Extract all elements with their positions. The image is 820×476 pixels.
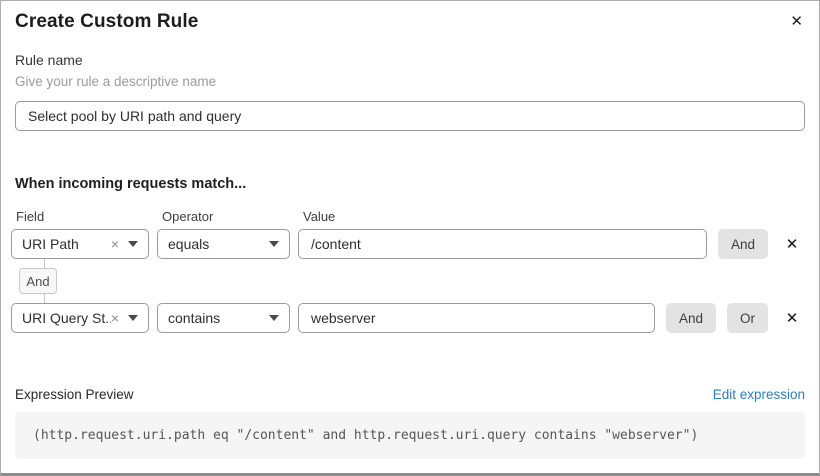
page-title: Create Custom Rule	[15, 11, 199, 32]
field-column-label: Field	[16, 209, 45, 224]
field-select-2[interactable]: URI Query St... ×	[11, 303, 149, 333]
value-input-2[interactable]	[298, 303, 655, 333]
close-icon[interactable]: ✕	[790, 13, 803, 30]
field-select-1-icons: ×	[111, 237, 138, 251]
expression-section: Expression Preview Edit expression (http…	[15, 387, 805, 459]
rule-name-section: Rule name Give your rule a descriptive n…	[15, 52, 805, 131]
delete-row-2-icon[interactable]: ✕	[785, 310, 799, 327]
expression-header: Expression Preview Edit expression	[15, 387, 805, 402]
chevron-down-icon	[128, 241, 138, 247]
connector-line-bottom	[44, 294, 45, 303]
and-button-row-1[interactable]: And	[717, 229, 768, 259]
rule-name-input[interactable]	[15, 101, 805, 131]
dialog-header: Create Custom Rule ✕	[15, 11, 805, 33]
chevron-down-icon	[269, 241, 279, 247]
clear-icon[interactable]: ×	[110, 310, 119, 326]
and-button-row-2[interactable]: And	[665, 303, 716, 333]
value-column-label: Value	[303, 209, 336, 224]
expression-preview-code: (http.request.uri.path eq "/content" and…	[15, 412, 805, 459]
field-select-2-value: URI Query St...	[22, 310, 111, 326]
operator-select-1-value: equals	[168, 236, 210, 252]
chevron-down-icon	[128, 315, 138, 321]
operator-column-label: Operator	[162, 209, 214, 224]
operator-select-2[interactable]: contains	[157, 303, 290, 333]
match-section: When incoming requests match... Field Op…	[11, 176, 805, 333]
edit-expression-link[interactable]: Edit expression	[712, 387, 805, 402]
condition-row-1: URI Path × equals And ✕	[11, 229, 805, 259]
and-connector-badge[interactable]: And	[19, 268, 57, 294]
column-labels: Field Operator Value	[11, 209, 805, 224]
field-select-1-value: URI Path	[22, 236, 79, 252]
expression-preview-label: Expression Preview	[15, 387, 134, 402]
match-heading: When incoming requests match...	[15, 176, 247, 192]
connector-line-top	[44, 259, 45, 268]
value-input-1[interactable]	[298, 229, 707, 259]
field-select-2-icons: ×	[111, 311, 138, 325]
condition-row-2: URI Query St... × contains And Or ✕	[11, 303, 805, 333]
delete-row-1-icon[interactable]: ✕	[785, 236, 799, 253]
field-select-1[interactable]: URI Path ×	[11, 229, 149, 259]
clear-icon[interactable]: ×	[110, 236, 119, 252]
rule-name-label: Rule name	[15, 52, 83, 68]
operator-select-2-value: contains	[168, 310, 221, 326]
rule-name-hint: Give your rule a descriptive name	[15, 74, 217, 89]
operator-select-1[interactable]: equals	[157, 229, 290, 259]
or-button-row-2[interactable]: Or	[727, 303, 768, 333]
chevron-down-icon	[269, 315, 279, 321]
connector: And	[11, 259, 805, 303]
